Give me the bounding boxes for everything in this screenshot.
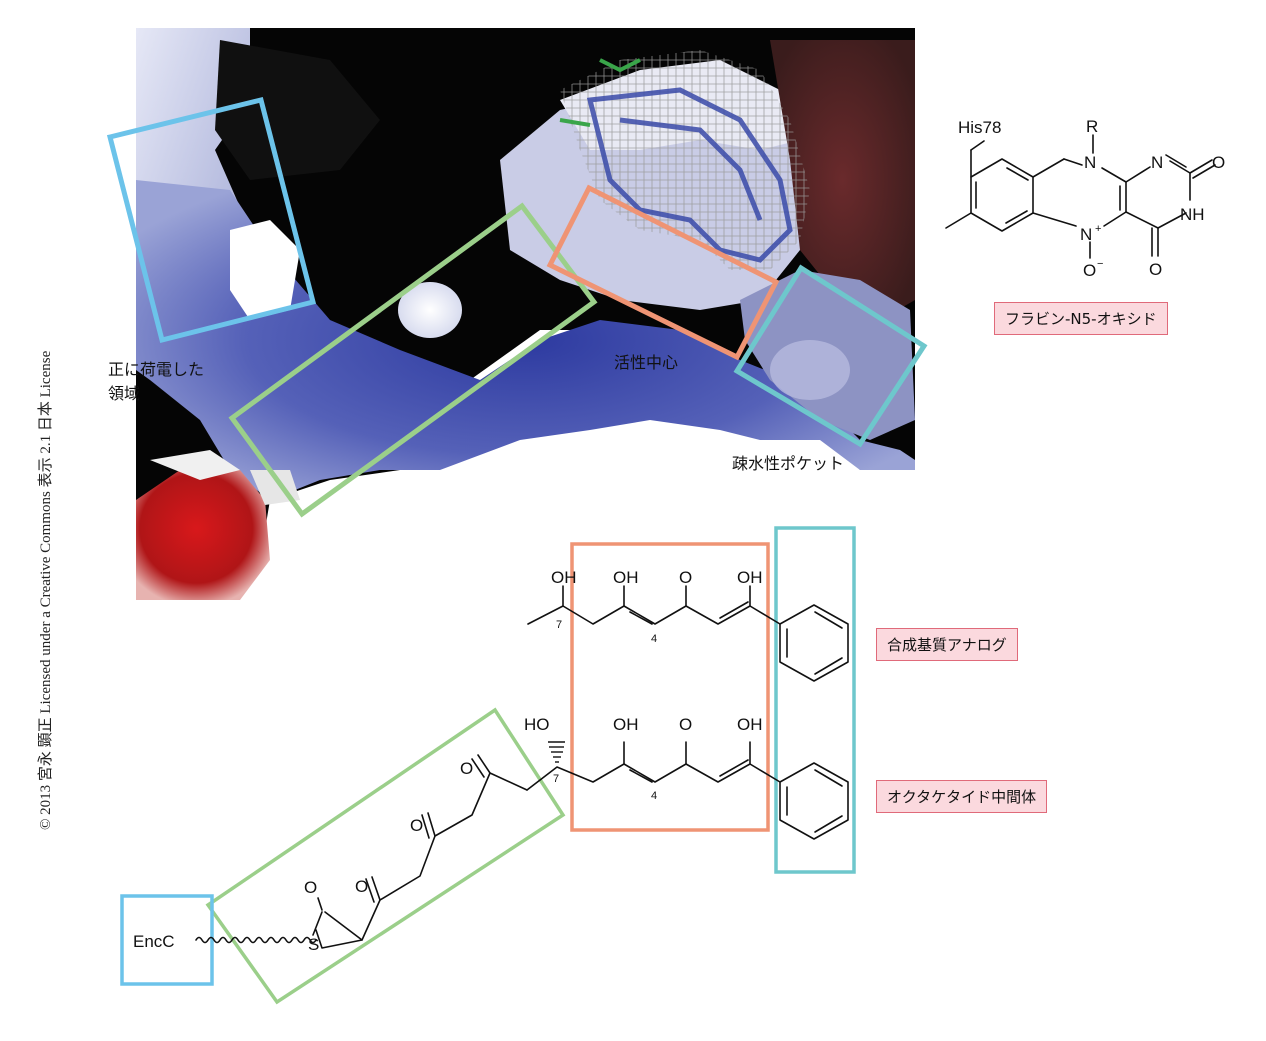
intermediate-oh-enol: OH bbox=[613, 715, 639, 734]
chain-ketone-o-1: O bbox=[460, 759, 473, 778]
intermediate-structure bbox=[195, 741, 849, 949]
hydrophobic-pocket-box bbox=[733, 264, 928, 448]
his78-label: His78 bbox=[958, 118, 1001, 137]
c4-oxygen-label: O bbox=[1149, 260, 1162, 279]
n5-label: N bbox=[1080, 225, 1092, 244]
analog-oh-terminal: OH bbox=[737, 568, 763, 587]
polyketide-chain-box bbox=[205, 707, 566, 1005]
octaketide-intermediate-tag: オクタケタイド中間体 bbox=[876, 780, 1048, 813]
chain-ketone-o-3: O bbox=[355, 877, 368, 896]
analog-c4-number: 4 bbox=[651, 633, 657, 645]
r-group-label: R bbox=[1086, 117, 1098, 136]
encc-box bbox=[120, 894, 214, 986]
intermediate-oh-terminal: OH bbox=[737, 715, 763, 734]
intermediate-c7-number: 7 bbox=[553, 773, 559, 785]
positive-region-label-line2: 領域 bbox=[108, 384, 140, 403]
n1-label: N bbox=[1151, 153, 1163, 172]
intermediate-c4-number: 4 bbox=[651, 790, 657, 802]
positive-region-label-line1: 正に荷電した bbox=[108, 360, 204, 379]
nh-label: NH bbox=[1180, 205, 1205, 224]
phenyl-region-box bbox=[774, 526, 856, 874]
positive-region-box bbox=[106, 96, 317, 344]
n5-plus-charge: + bbox=[1095, 223, 1101, 235]
intermediate-ho-c7: HO bbox=[524, 715, 550, 734]
analog-c7-number: 7 bbox=[556, 619, 562, 631]
protein-surface-image bbox=[136, 28, 915, 600]
analog-oh-c7: OH bbox=[551, 568, 577, 587]
channel-box bbox=[228, 202, 598, 518]
c2-oxygen-label: O bbox=[1212, 153, 1225, 172]
intermediate-ketone-o: O bbox=[679, 715, 692, 734]
oxygen-minus-charge: − bbox=[1097, 258, 1103, 270]
copyright-notice: © 2013 宮永 顕正 Licensed under a Creative C… bbox=[38, 350, 54, 830]
analog-structure bbox=[527, 585, 849, 682]
substrate-analog-tag: 合成基質アナログ bbox=[876, 628, 1018, 661]
sulfur-label: S bbox=[308, 935, 319, 954]
hydrophobic-pocket-label: 疎水性ポケット bbox=[732, 454, 844, 473]
chain-ketone-o-2: O bbox=[410, 816, 423, 835]
analog-oh-enol: OH bbox=[613, 568, 639, 587]
encc-label: EncC bbox=[133, 932, 175, 951]
flavin-n5-oxide-tag: フラビン-N5-オキシド bbox=[994, 302, 1168, 335]
flavin-structure bbox=[945, 134, 1216, 259]
active-center-box bbox=[546, 184, 780, 361]
analog-ketone-o: O bbox=[679, 568, 692, 587]
protein-highlight-boxes bbox=[106, 96, 928, 518]
wavy-thioester-linker bbox=[195, 936, 317, 944]
n10-label: N bbox=[1084, 153, 1096, 172]
thioester-o: O bbox=[304, 878, 317, 897]
active-center-label: 活性中心 bbox=[614, 353, 678, 372]
active-center-region-box bbox=[570, 542, 770, 832]
n-oxide-oxygen-label: O bbox=[1083, 261, 1096, 280]
